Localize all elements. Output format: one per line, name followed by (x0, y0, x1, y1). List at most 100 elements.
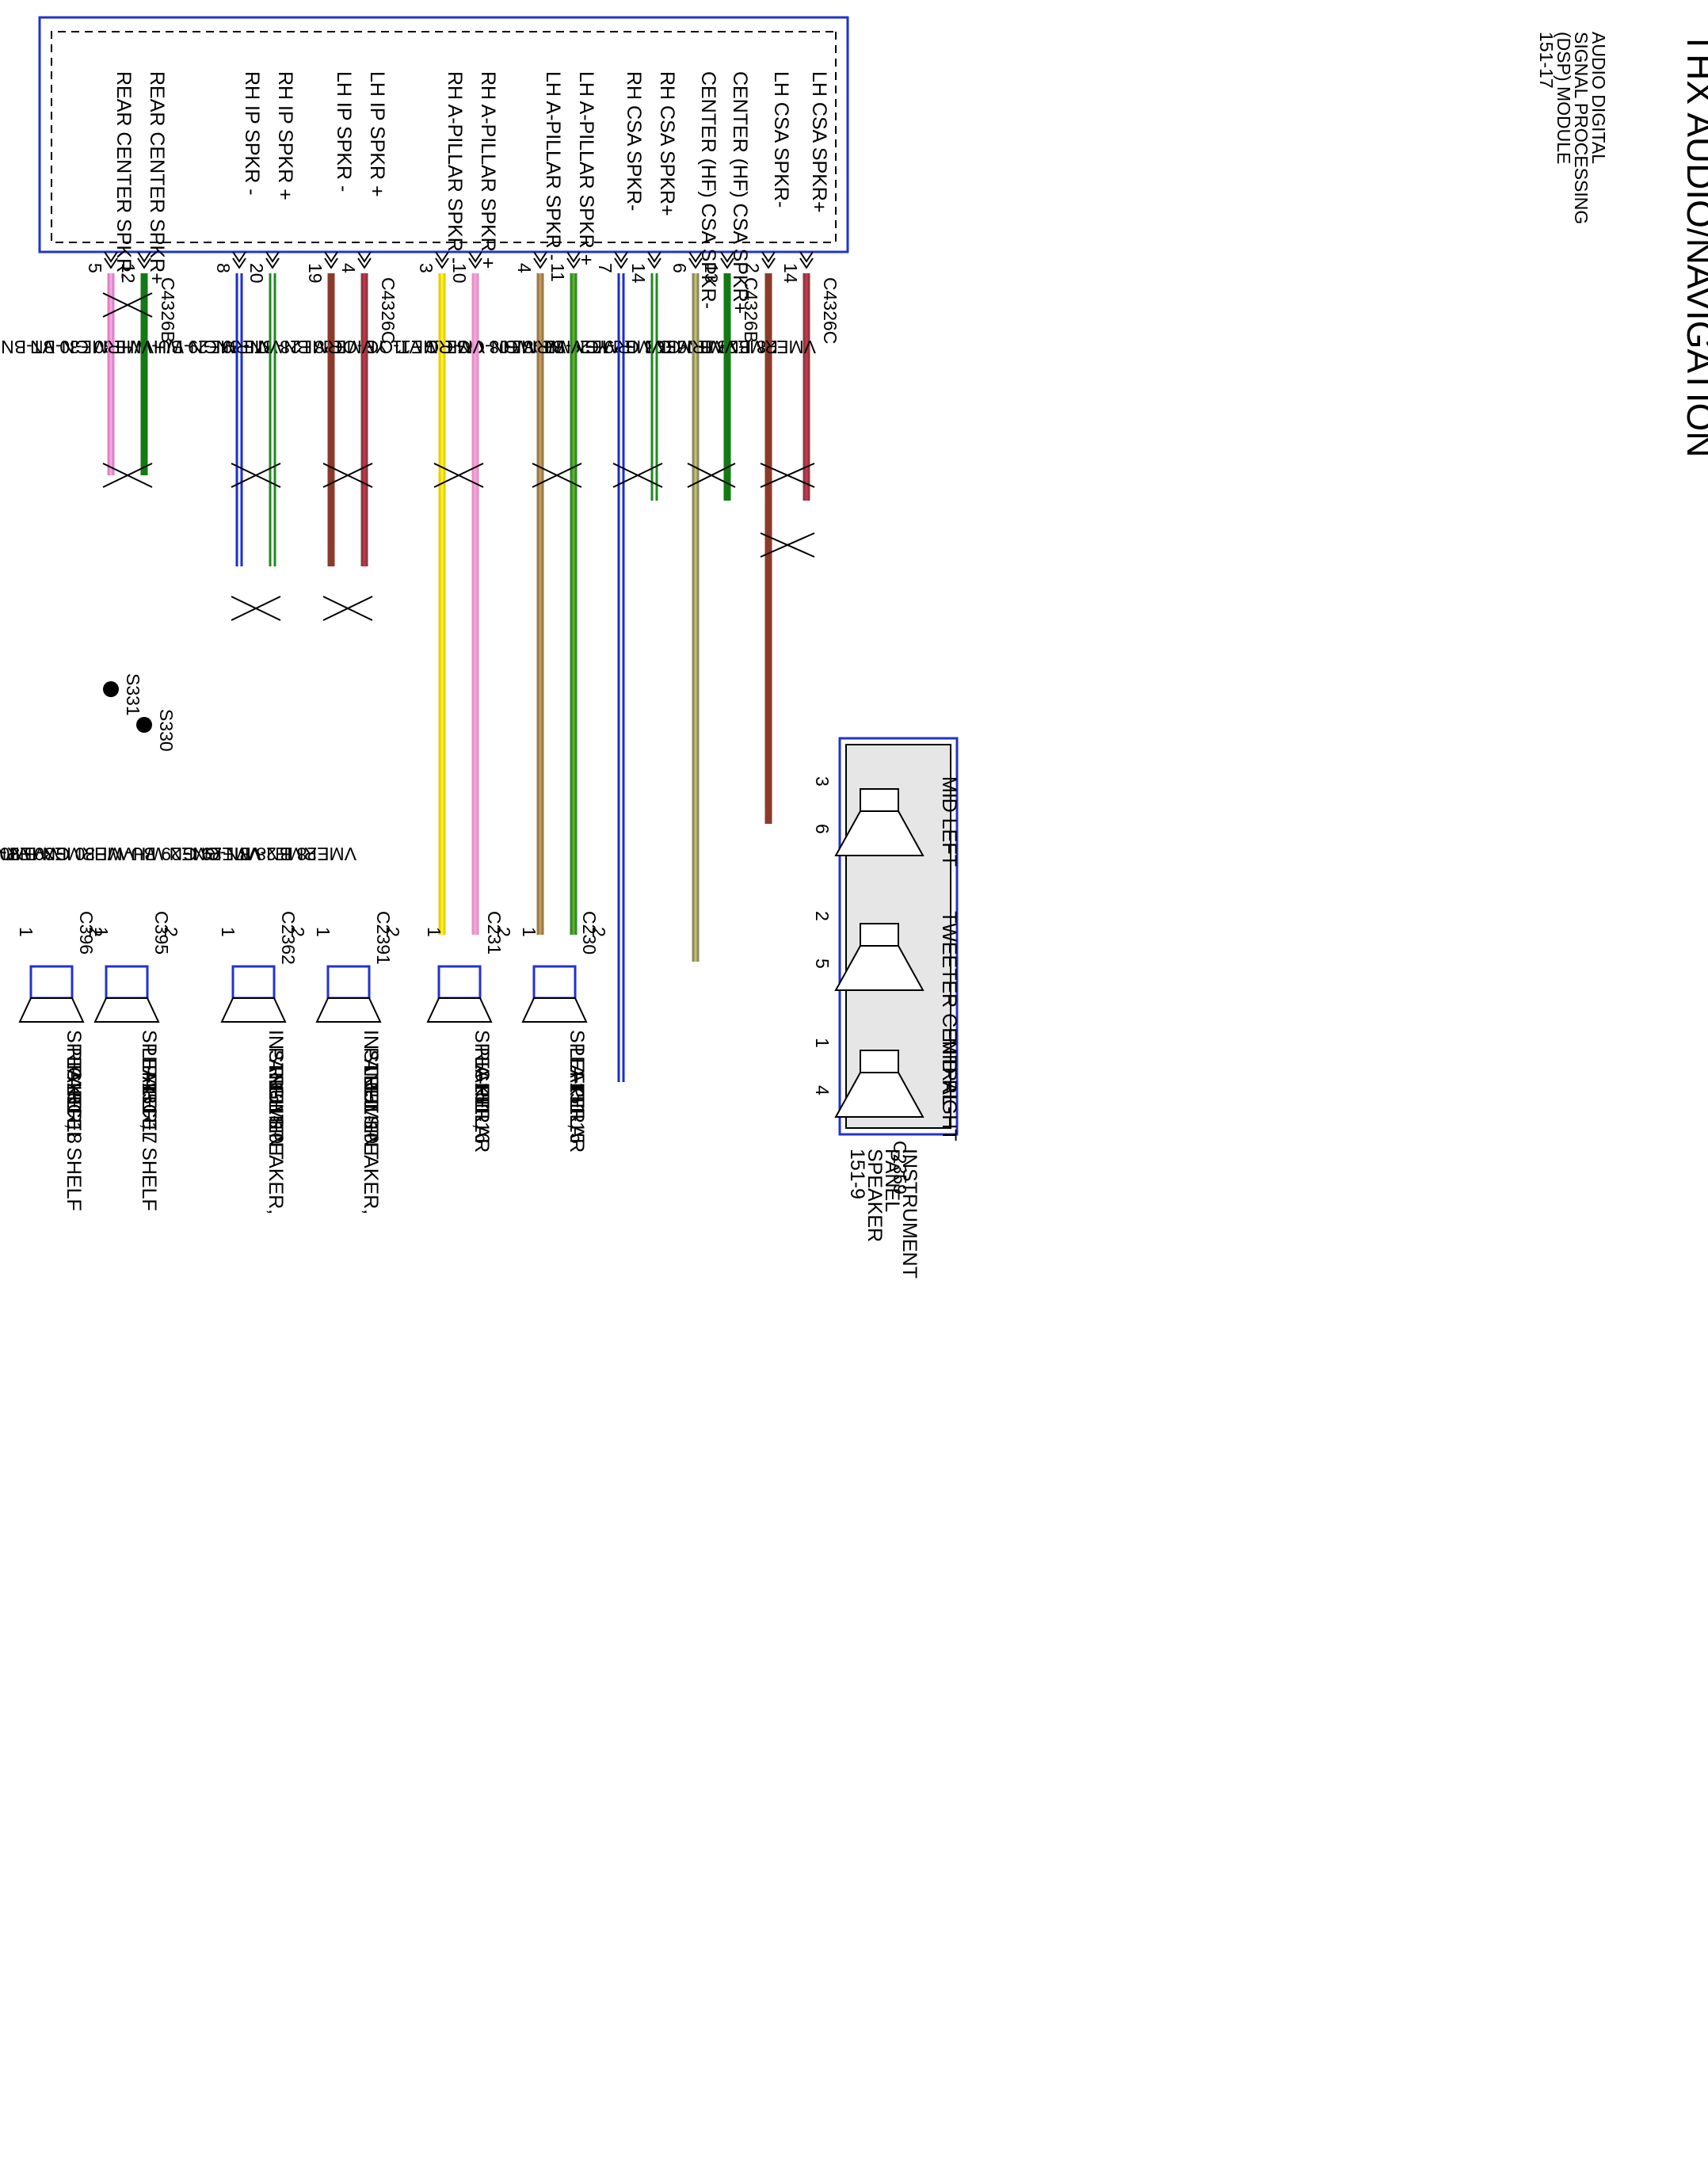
spk-rh-ip-label: INSTRUMENT (265, 1030, 287, 1160)
ip-speaker-label: INSTRUMENT (898, 1149, 921, 1279)
pin-arrow (324, 257, 338, 269)
pin-number: 6 (669, 263, 690, 273)
driver-pin: 1 (812, 1038, 833, 1048)
driver-name: MID LEFT (938, 776, 960, 867)
pin-number: 8 (213, 263, 234, 273)
spk-rh-ap-label: A-PILLAR (471, 1065, 493, 1153)
pin-arrow (137, 257, 151, 269)
pin-arrow (357, 257, 372, 269)
pin-arrow (688, 257, 703, 269)
connector-label: C4326C (378, 277, 398, 344)
spk-rps-pin2: 2 (86, 927, 106, 937)
pin-arrow (104, 257, 118, 269)
spk-rh-ip-pin2: 2 (288, 927, 308, 937)
pin-number: 4 (338, 263, 359, 273)
spk-lh-ip-label: INSTRUMENT (360, 1030, 382, 1160)
twist-marker (231, 463, 281, 488)
pin-arrow (468, 257, 482, 269)
spk-rh-ap-cone (426, 997, 493, 1023)
wire-label: VME30 GN-BN (30, 337, 154, 357)
spk-lps-connector: C395 (151, 911, 172, 955)
pin-label-p-ctr-neg: CENTER (HF) CSA SPKR- (697, 71, 719, 309)
pin-label-p-rc-pos: REAR CENTER SPKR+ (146, 71, 168, 284)
spk-rh-ap-pin2: 2 (494, 927, 514, 937)
pin-arrow (799, 251, 814, 263)
driver-name: MID RIGHT (938, 1038, 960, 1141)
spk-rps-wire2: RME30 VT-BN (0, 844, 20, 864)
pin-arrow (614, 251, 628, 263)
wire-label: VME11 VT-OG (364, 337, 485, 357)
spk-rh-ap-label: SPEAKER, (471, 1030, 493, 1129)
pin-arrow (265, 257, 280, 269)
spk-lh-ip-label: 151-10 (360, 1082, 382, 1144)
driver-name: TWEETER CENTRAL (938, 911, 960, 1106)
spk-lh-ip-wire1: VME28 BN-VT (237, 844, 356, 864)
spk-rps-label: SPEAKER, (63, 1030, 85, 1129)
spk-lps-label: SPEAKER, (138, 1030, 160, 1129)
pin-arrow (799, 257, 814, 269)
pin-label-p-rh-csa-pos: RH CSA SPKR+ (656, 71, 678, 216)
wire-label: RME28 BN-GN (654, 337, 778, 357)
wire-label: VME28 BN-VT (696, 337, 816, 357)
pin-arrow (324, 251, 338, 263)
spk-rh-ap-label: 151-16 (471, 1082, 493, 1144)
spk-lh-ap-pin1: 1 (519, 927, 539, 937)
spk-rh-ap-connector: C231 (484, 911, 505, 955)
ip-speaker-label: 151-9 (846, 1149, 868, 1199)
module-label: 151-17 (1536, 32, 1557, 89)
spk-lps-wire2: RME30 VT-BN (0, 844, 95, 864)
pin-arrow (232, 251, 246, 263)
wire-label: RME06 GY-YE (584, 337, 705, 357)
spk-lh-ap-label: SPEAKER, (566, 1030, 588, 1129)
spk-rps-pin1: 1 (16, 927, 36, 937)
splice-s330 (136, 717, 152, 733)
spk-rh-ip-pin1: 1 (218, 927, 238, 937)
twist-marker (433, 463, 484, 488)
connector-label: C4326B (741, 277, 761, 343)
driver-pin: 6 (812, 824, 833, 834)
pin-number: 14 (780, 263, 801, 284)
pin-number: 5 (85, 263, 105, 273)
spk-rps-label: RIGHT (63, 1047, 85, 1109)
spk-lh-ip-label: LEFT (360, 1065, 382, 1113)
pin-number: 4 (514, 263, 535, 273)
spk-lps-magnet (105, 965, 149, 1000)
spk-lps-label: LEFT (138, 1047, 160, 1096)
pin-arrow (720, 257, 734, 269)
spk-lps-cone (93, 997, 160, 1023)
spk-rps-cone (18, 997, 85, 1023)
spk-rh-ap-magnet (437, 965, 482, 1000)
pin-label-p-lh-csa-pos: LH CSA SPKR+ (808, 71, 830, 213)
spk-lh-ap-label: 151-15 (566, 1082, 588, 1144)
spk-rps-label: PARCEL SHELF (63, 1065, 85, 1211)
pin-number: 7 (595, 263, 616, 273)
pin-label-p-lh-ap-neg: LH A-PILLAR SPKR - (542, 71, 564, 261)
spk-lh-ip-pin1: 1 (313, 927, 334, 937)
pin-arrow (566, 257, 581, 269)
driver-1-magnet (860, 923, 899, 947)
driver-pin: 3 (812, 776, 833, 787)
driver-pin: 4 (812, 1085, 833, 1096)
pin-label-p-ctr-pos: CENTER (HF) CSA SPKR+ (729, 71, 751, 314)
pin-arrow (614, 257, 628, 269)
module-label: (DSP) MODULE (1554, 32, 1574, 164)
pin-arrow (232, 257, 246, 269)
spk-lps-label: 151-17 (138, 1082, 160, 1144)
twist-marker (760, 463, 815, 488)
twist-marker (102, 463, 153, 488)
ip-speaker-connector: C2359 (890, 1141, 910, 1195)
pin-arrow (761, 257, 776, 269)
twist-marker (322, 596, 373, 621)
ip-speaker-label: SPEAKER (864, 1149, 886, 1242)
spk-lh-ap-label: A-PILLAR (566, 1065, 588, 1153)
pin-label-p-lh-ap-pos: LH A-PILLAR SPKR + (575, 71, 597, 265)
pin-arrow (137, 251, 151, 263)
spk-lh-ap-label: LEFT (566, 1047, 588, 1096)
twist-marker (760, 532, 815, 558)
spk-lh-ap-connector: C230 (579, 911, 600, 955)
twist-marker (687, 463, 736, 488)
module-label: AUDIO DIGITAL (1588, 32, 1609, 164)
spk-lps-label: PARCEL SHELF (138, 1065, 160, 1211)
